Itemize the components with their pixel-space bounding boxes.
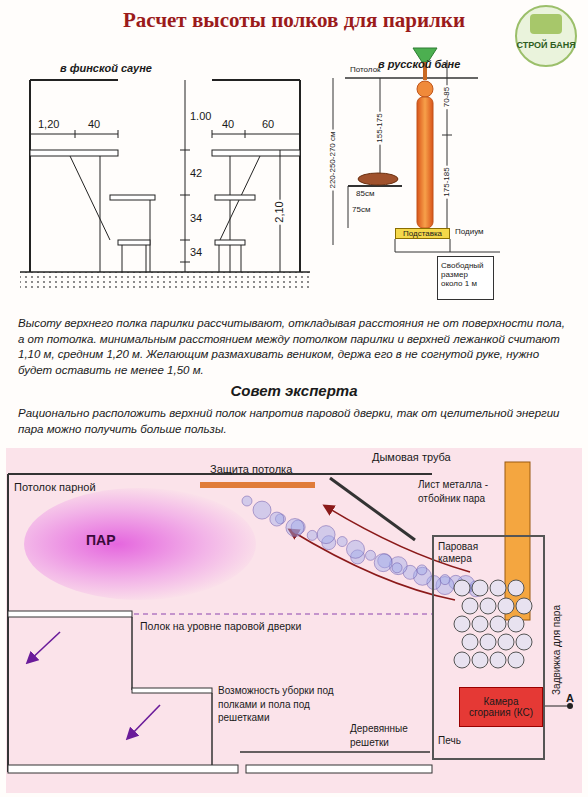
stone [462, 598, 478, 614]
dimension: 40 [88, 118, 100, 131]
stone [508, 652, 524, 668]
dimension: 42 [190, 167, 202, 180]
ceiling-label: Потолок [350, 65, 381, 75]
steam-cloud: ПАР [24, 488, 256, 600]
stone [516, 634, 532, 650]
dimension: 70-85 [442, 85, 452, 109]
logo-text: СТРОЙ БАНЯ [516, 40, 575, 51]
box-text: Защита потолка [210, 463, 292, 476]
combustion-chamber: Камера сгорания (КС) [459, 687, 543, 727]
stone [480, 598, 496, 614]
dimension: 1,20 [38, 118, 59, 131]
dimension: 85см [356, 189, 374, 199]
part-label: Потолок парной [14, 481, 96, 494]
box-text: Свободный размер около 1 м [441, 261, 490, 289]
stone [498, 634, 514, 650]
stone [462, 634, 478, 650]
dimension: 60 [262, 118, 274, 131]
stone [490, 652, 506, 668]
steam-puff [417, 565, 427, 575]
box-caption: Печь [438, 735, 461, 747]
steam-puff [347, 540, 365, 558]
dimension: 1.00 [190, 110, 211, 123]
part-label: Дымовая труба [372, 451, 451, 464]
steam-puff [307, 530, 317, 540]
steam-puff [270, 512, 284, 526]
steam-puff [286, 519, 304, 537]
steam-puff [337, 537, 347, 547]
dimension: 40 [222, 118, 234, 131]
finnish-sauna-drawing [20, 80, 310, 288]
stone [454, 652, 470, 668]
steam-room-drawing [6, 448, 582, 793]
steam-puff [253, 501, 271, 519]
stone [516, 598, 532, 614]
logo [516, 6, 576, 66]
box-text: Камера сгорания (КС) [463, 696, 539, 719]
steam-puff [242, 496, 252, 506]
dimension: 175-185 [442, 165, 452, 198]
callout-letter: А [566, 692, 574, 705]
part-label: Полок на уровне паровой дверки [140, 620, 301, 633]
stone [472, 580, 488, 596]
box-text: Подставка [396, 229, 449, 238]
section-heading: в финской сауне [60, 62, 152, 75]
steam-puff [317, 526, 335, 544]
free-space-box: Свободный размер около 1 м [437, 256, 494, 300]
steam-puff [440, 575, 450, 585]
dimension: 155-175 [375, 111, 385, 144]
part-label: Задвижка для пара [551, 605, 563, 695]
title: Расчет высоты полков для парилки [0, 8, 588, 33]
stone [454, 616, 470, 632]
stone [490, 580, 506, 596]
box-text: ПАР [86, 532, 116, 548]
dimension: 2,10 [273, 199, 286, 224]
russian-bath-drawing [333, 48, 500, 252]
stone [472, 616, 488, 632]
stones [454, 580, 532, 668]
stone [508, 580, 524, 596]
steam-puff [392, 563, 402, 573]
stone [490, 616, 506, 632]
note-text: Рационально расположить верхний полок на… [18, 406, 570, 437]
part-label: Подиум [455, 227, 484, 237]
part-label: Возможность уборки под полками и пола по… [218, 684, 343, 725]
section-heading: Совет эксперта [230, 382, 357, 400]
note-text: Высоту верхнего полка парилки рассчитыва… [18, 316, 570, 378]
stone [472, 652, 488, 668]
ceiling-protection: Защита потолка [200, 482, 315, 488]
section-heading: в русской бане [378, 58, 460, 71]
stand-bar: Подставка [395, 228, 450, 239]
dimension: 34 [190, 246, 202, 259]
box-text: Паровая камера [438, 541, 504, 564]
stone [480, 634, 496, 650]
part-label: Лист металла - отбойник пара [418, 478, 494, 505]
steam-puff [366, 550, 376, 560]
steam-puff [374, 554, 392, 572]
stone [508, 616, 524, 632]
part-label: Деревянные решетки [350, 722, 432, 749]
stone [498, 598, 514, 614]
stove: Паровая камераПечь Камера сгорания (КС) [432, 535, 545, 760]
dimension: 220-250-270 см [328, 129, 338, 190]
stone [454, 580, 470, 596]
dimension: 34 [190, 212, 202, 225]
dimension: 75см [352, 205, 370, 215]
